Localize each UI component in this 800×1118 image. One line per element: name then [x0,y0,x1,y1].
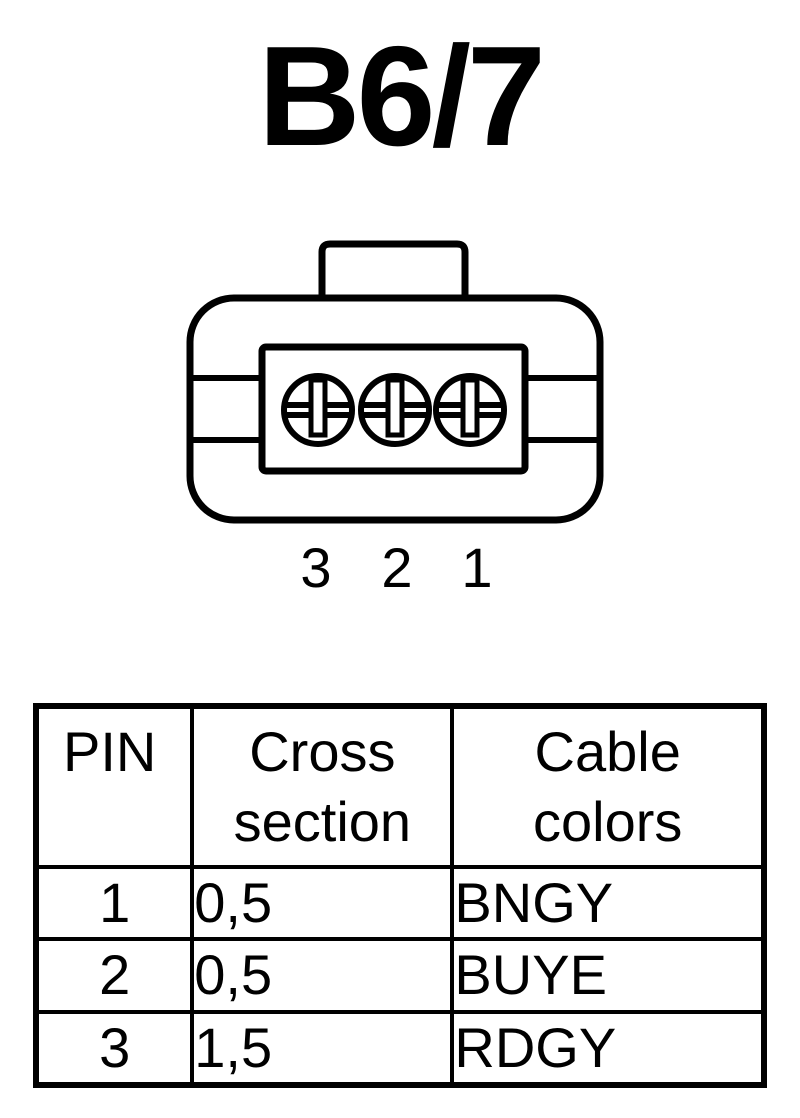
header-pin: PIN [33,704,195,869]
header-pin-label: PIN [63,720,157,783]
cable-color-cell: BNGY [450,864,766,942]
pin-3-icon [281,373,355,447]
header-cross-section: Cross section [190,704,455,869]
pin-number-label: 2 [381,536,413,599]
header-cable-colors-line2: colors [533,790,683,853]
header-cable-colors: Cable colors [450,704,766,869]
header-cable-colors-line1: Cable [534,720,681,783]
connector-diagram [186,240,604,524]
pin-1-icon [433,373,507,447]
cross-section-cell: 0,5 [190,864,455,942]
header-cross-section-line1: Cross [249,720,396,783]
pin-cell: 1 [33,864,195,942]
table-row: 1 0,5 BNGY [33,864,766,942]
pin-number-labels: 3 2 1 [0,538,800,598]
header-cross-section-line2: section [233,790,412,853]
cross-section-cell: 0,5 [190,937,455,1014]
connector-title: B6/7 [258,17,546,176]
cable-color-cell: RDGY [450,1009,766,1088]
connector-latch [318,240,469,298]
pin-cell: 2 [33,937,195,1014]
pin-cell: 3 [33,1009,195,1088]
pin-number-label: 1 [461,536,493,599]
pin-table-header-row: PIN Cross section Cable colors [33,704,766,869]
cable-color-cell: BUYE [450,937,766,1014]
pin-table: PIN Cross section Cable colors 1 0,5 BNG… [33,703,767,1088]
table-row: 2 0,5 BUYE [33,937,766,1014]
pin-2-icon [358,373,432,447]
pin-number-label: 3 [300,536,332,599]
table-row: 3 1,5 RDGY [33,1009,766,1088]
cross-section-cell: 1,5 [190,1009,455,1088]
